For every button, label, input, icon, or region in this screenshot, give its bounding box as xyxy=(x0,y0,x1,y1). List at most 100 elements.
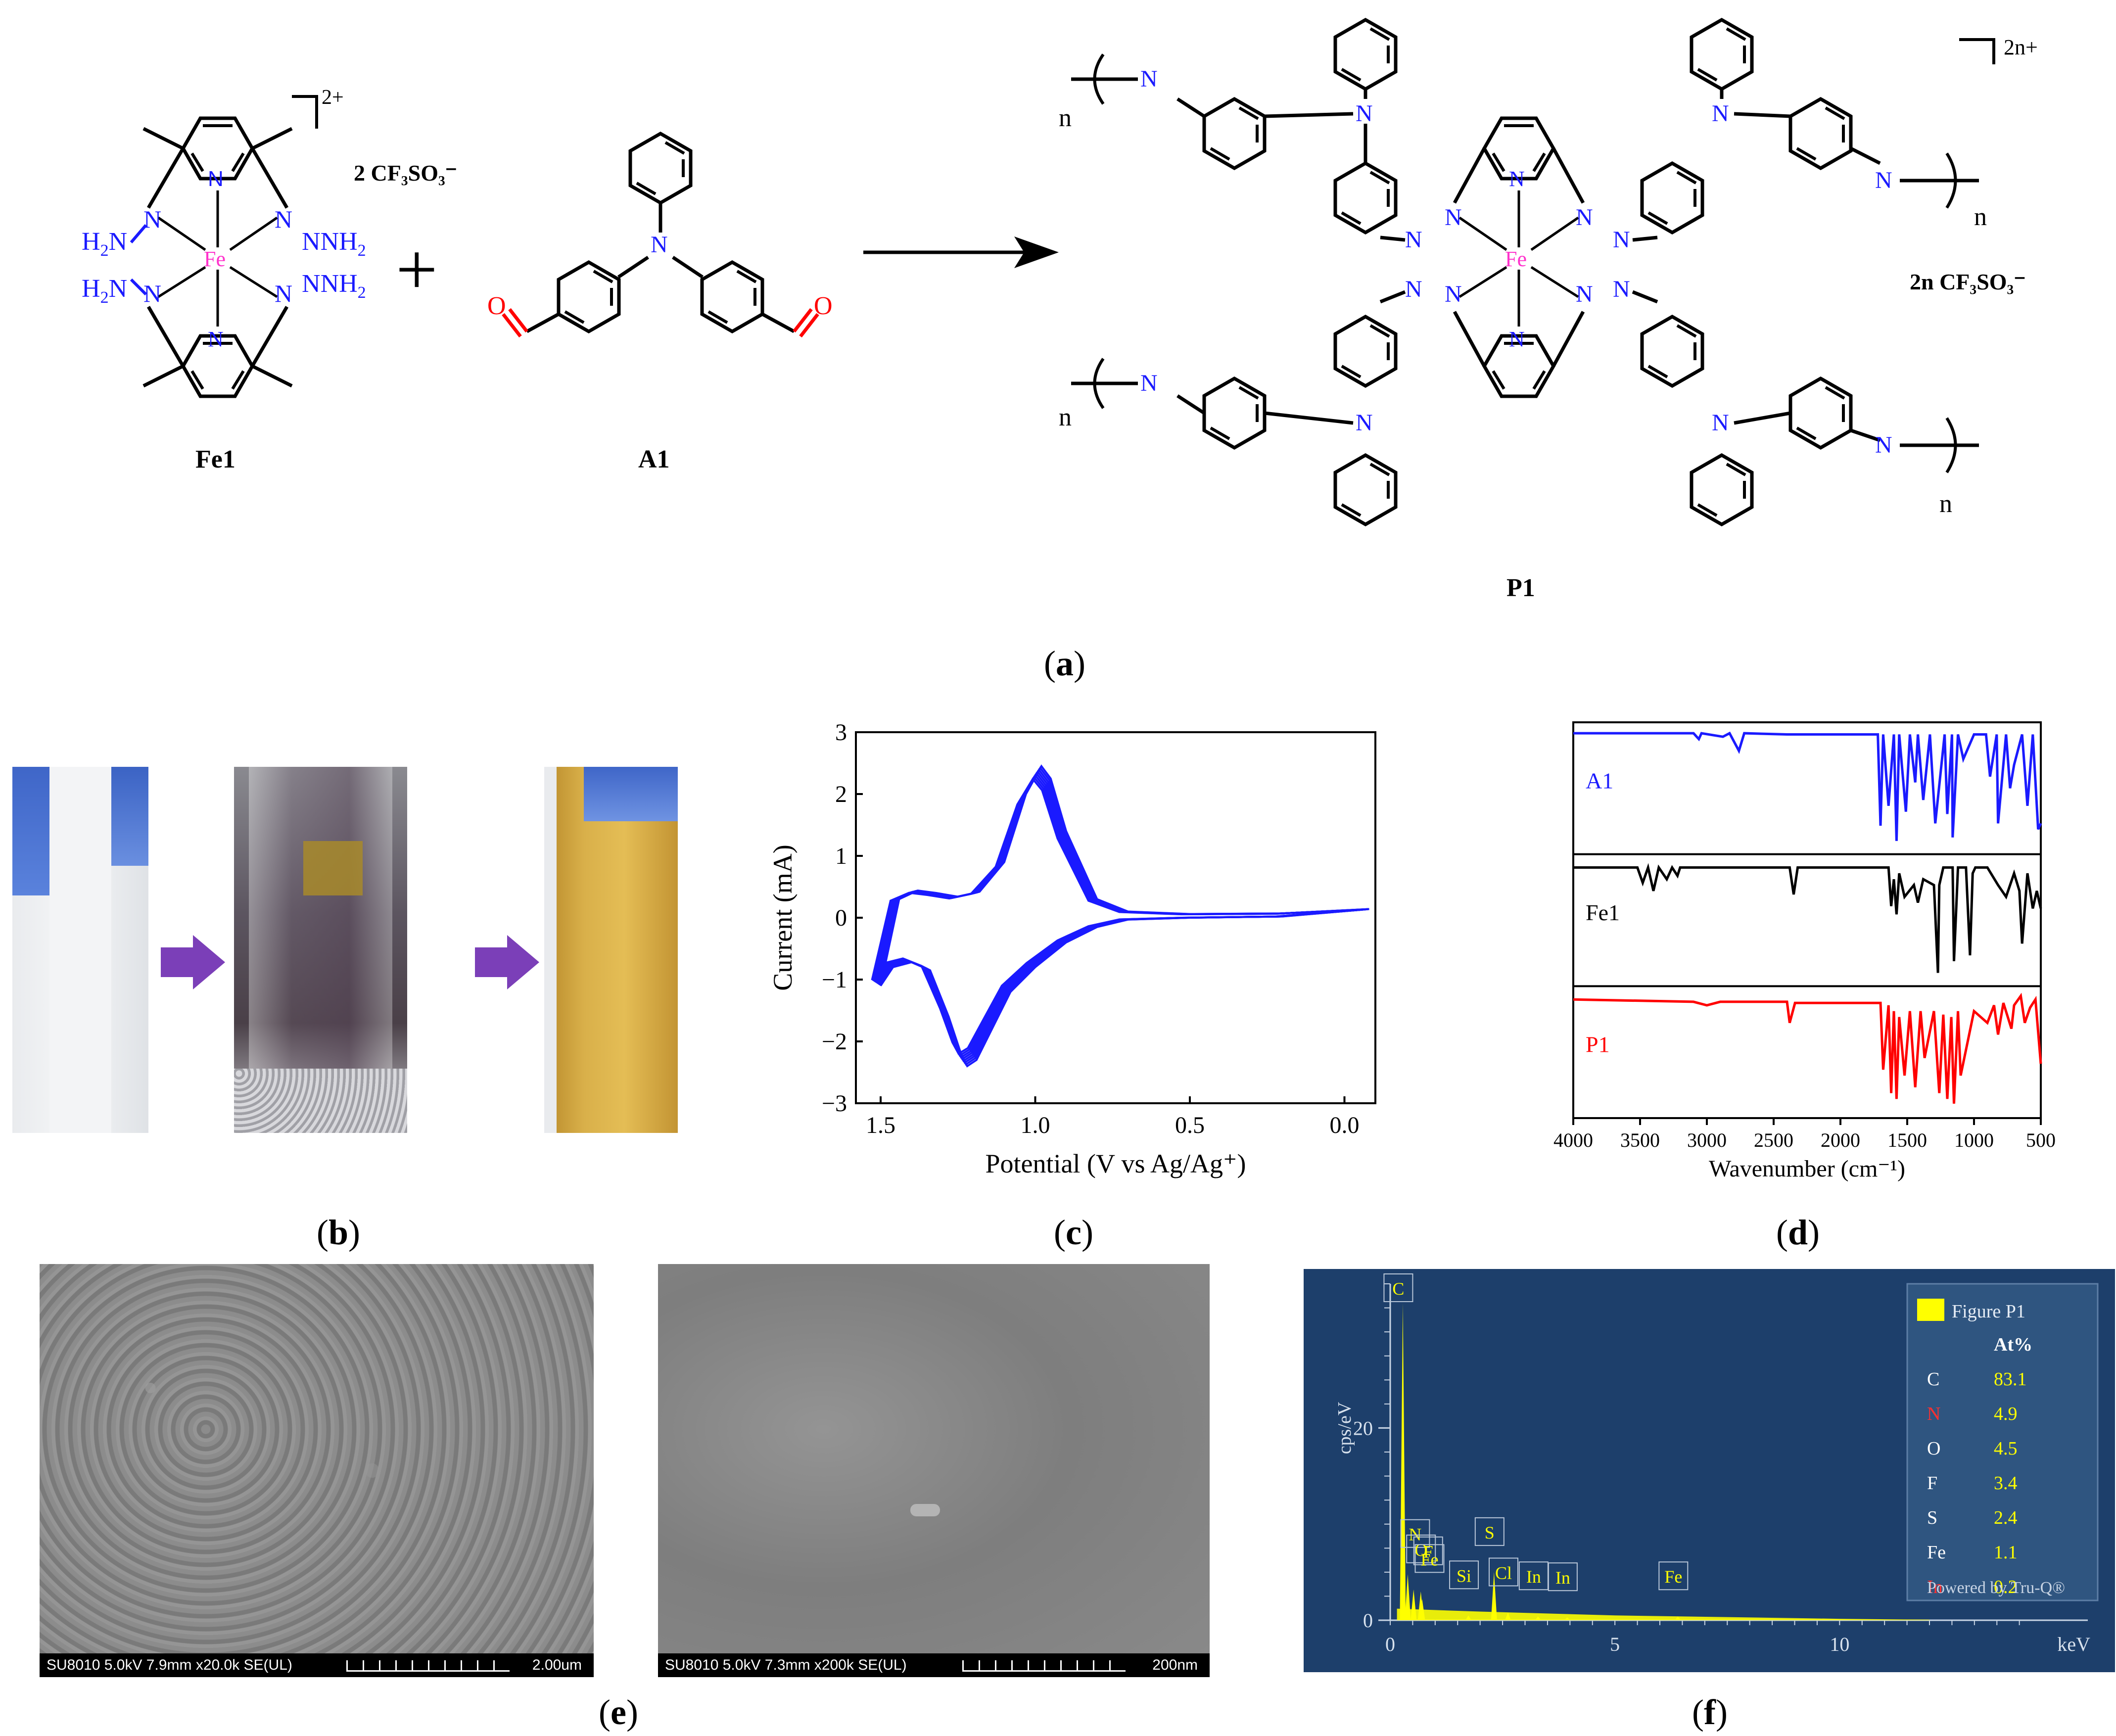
eds-peak xyxy=(1465,1615,1472,1620)
eds-peak-label: N xyxy=(1409,1525,1421,1545)
plus-sign: + xyxy=(396,229,438,311)
p1-repeat-4: n xyxy=(1939,490,1952,518)
eds-element-value: 4.5 xyxy=(1994,1438,2018,1459)
eds-element-value: 4.9 xyxy=(1994,1404,2018,1424)
eds-peak-label: Fe xyxy=(1664,1567,1682,1587)
photo-deposition-vial xyxy=(234,767,407,1133)
cv-x-tick-label: 1.5 xyxy=(866,1112,895,1138)
cv-x-axis-label: Potential (V vs Ag/Ag⁺) xyxy=(985,1149,1246,1178)
eds-peak-label: Si xyxy=(1457,1566,1471,1586)
p1-label: P1 xyxy=(1506,574,1535,602)
eds-peak-label: Cl xyxy=(1495,1563,1512,1583)
cv-y-tick-label: −1 xyxy=(822,967,847,993)
reaction-scheme: N N N N N N H2N N NH2 H2N N NH2 Fe 2+ 2 … xyxy=(82,0,2038,602)
cv-x-tick-label: 1.0 xyxy=(1021,1112,1050,1138)
eds-peak xyxy=(1419,1599,1425,1620)
ftir-series-label: P1 xyxy=(1586,1032,1610,1057)
eds-peak xyxy=(1491,1572,1497,1620)
ftir-x-tick-label: 2500 xyxy=(1754,1129,1793,1151)
ftir-series-label: A1 xyxy=(1586,768,1613,793)
eds-element-value: 3.4 xyxy=(1994,1473,2018,1494)
fe1-metal: Fe xyxy=(204,247,226,271)
eds-element-name: Fe xyxy=(1927,1542,1946,1563)
eds-element-name: C xyxy=(1927,1369,1939,1390)
eds-element-name: O xyxy=(1927,1438,1940,1459)
eds-peak xyxy=(1675,1616,1681,1620)
panel-label-e: (e) xyxy=(599,1692,638,1732)
eds-legend-box xyxy=(1906,1283,2099,1601)
svg-text:N NH2: N NH2 xyxy=(302,228,366,260)
panel-label-d: (d) xyxy=(1776,1213,1820,1252)
eds-peak-label-box xyxy=(1406,1534,1436,1563)
eds-x-tick-label: 0 xyxy=(1385,1633,1395,1655)
eds-peak-label-box xyxy=(1518,1561,1549,1591)
sem-info-text: SU8010 5.0kV 7.3mm x200k SE(UL) xyxy=(665,1657,907,1673)
eds-peak xyxy=(1411,1589,1417,1620)
eds-y-tick-label: 0 xyxy=(1363,1609,1373,1632)
ftir-x-tick-label: 3000 xyxy=(1687,1129,1727,1151)
eds-peak xyxy=(1505,1612,1511,1620)
ftir-spectrum-line xyxy=(1573,731,2042,841)
cv-x-tick-label: 0.5 xyxy=(1175,1112,1205,1138)
eds-peak-label-box xyxy=(1449,1560,1479,1590)
svg-text:N: N xyxy=(1509,327,1525,351)
sem-scale-label: 200nm xyxy=(1152,1657,1198,1673)
svg-text:N: N xyxy=(1405,227,1422,253)
eds-element-value: 83.1 xyxy=(1994,1369,2027,1390)
eds-footer: Powered by Tru-Q® xyxy=(1927,1579,2065,1597)
sem-info-bar: SU8010 5.0kV 7.9mm x20.0k SE(UL) 2.00um xyxy=(40,1653,594,1677)
eds-peak-label-box xyxy=(1413,1536,1443,1565)
p1-repeat-1: n xyxy=(1059,104,1072,132)
eds-y-axis-label: cps/eV xyxy=(1334,1402,1355,1454)
svg-text:N: N xyxy=(1576,281,1593,307)
process-arrow-1 xyxy=(161,935,225,989)
photo-coated-film xyxy=(544,767,678,1133)
panel-label-f: (f) xyxy=(1692,1692,1728,1732)
panel-label-c: (c) xyxy=(1054,1213,1093,1252)
svg-text:N: N xyxy=(1613,227,1630,253)
cv-y-tick-label: 1 xyxy=(835,843,847,869)
photo-substrate xyxy=(12,767,148,1133)
svg-text:N: N xyxy=(1405,276,1422,302)
sem-image-high-mag: SU8010 5.0kV 7.3mm x200k SE(UL) 200nm xyxy=(658,1264,1210,1677)
eds-peak-label-box xyxy=(1658,1561,1689,1591)
fe1-label: Fe1 xyxy=(195,445,235,473)
cv-cycle-line xyxy=(878,766,1368,1066)
cv-cycle-line xyxy=(875,771,1364,1061)
p1-charge: 2n+ xyxy=(2004,35,2038,59)
cv-cycle-line xyxy=(876,770,1366,1063)
eds-peak-label: C xyxy=(1392,1279,1404,1299)
p1-repeat-2: n xyxy=(1974,203,1987,231)
eds-y-tick-label: 20 xyxy=(1353,1417,1373,1439)
eds-peak xyxy=(1535,1616,1541,1620)
fe1-molecule: N N N N N N H2N N NH2 H2N N NH2 Fe 2+ 2 … xyxy=(82,86,457,473)
eds-peak-label-box xyxy=(1474,1517,1505,1546)
cv-x-tick-label: 0.0 xyxy=(1330,1112,1360,1138)
eds-peak-label-box xyxy=(1414,1544,1445,1573)
svg-text:O: O xyxy=(814,292,833,320)
ftir-spectrum-line xyxy=(1573,863,2042,973)
ftir-x-axis-label: Wavenumber (cm⁻¹) xyxy=(1709,1156,1905,1182)
eds-continuum xyxy=(1397,1608,1929,1620)
eds-peak xyxy=(1405,1574,1411,1620)
eds-composition-header: At% xyxy=(1994,1334,2032,1355)
reaction-arrow xyxy=(863,236,1059,268)
eds-peak-label-box xyxy=(1383,1273,1413,1302)
cv-cycle-line xyxy=(880,764,1369,1068)
eds-legend-swatch xyxy=(1917,1299,1944,1321)
ftir-spectrum-line xyxy=(1573,992,2042,1104)
cv-cycle-line xyxy=(871,777,1361,1055)
eds-x-axis-label: keV xyxy=(2057,1633,2090,1655)
svg-text:N: N xyxy=(1875,167,1892,193)
svg-text:N: N xyxy=(208,167,224,191)
svg-text:N: N xyxy=(275,280,292,307)
panel-label-a: (a) xyxy=(1044,644,1085,683)
svg-text:N: N xyxy=(208,327,224,351)
eds-peak-label-box xyxy=(1488,1557,1518,1587)
svg-text:N: N xyxy=(1576,204,1593,231)
panel-label-b: (b) xyxy=(317,1213,361,1252)
eds-x-tick-label: 10 xyxy=(1830,1633,1849,1655)
